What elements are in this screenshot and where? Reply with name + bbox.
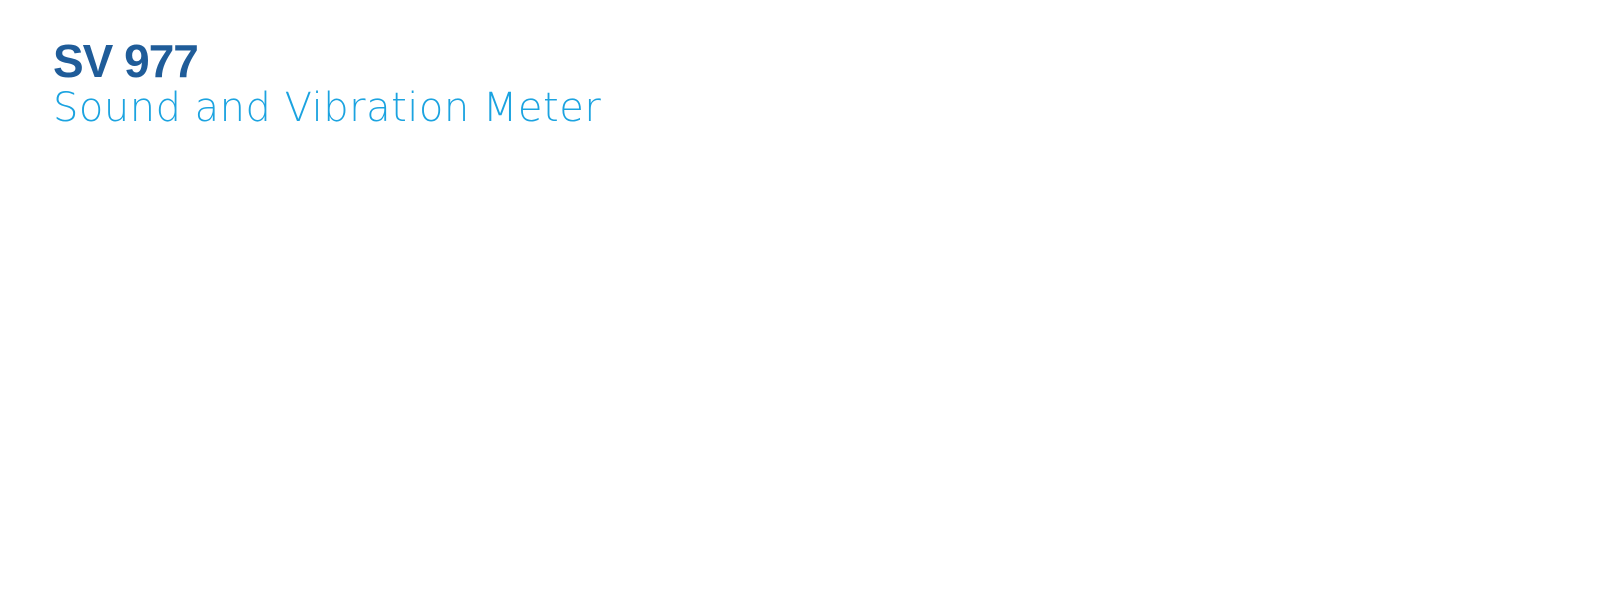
product-name-subtitle: Sound and Vibration Meter — [53, 85, 602, 131]
product-header: SV 977 Sound and Vibration Meter — [53, 36, 601, 130]
product-model-title: SV 977 — [53, 35, 199, 87]
